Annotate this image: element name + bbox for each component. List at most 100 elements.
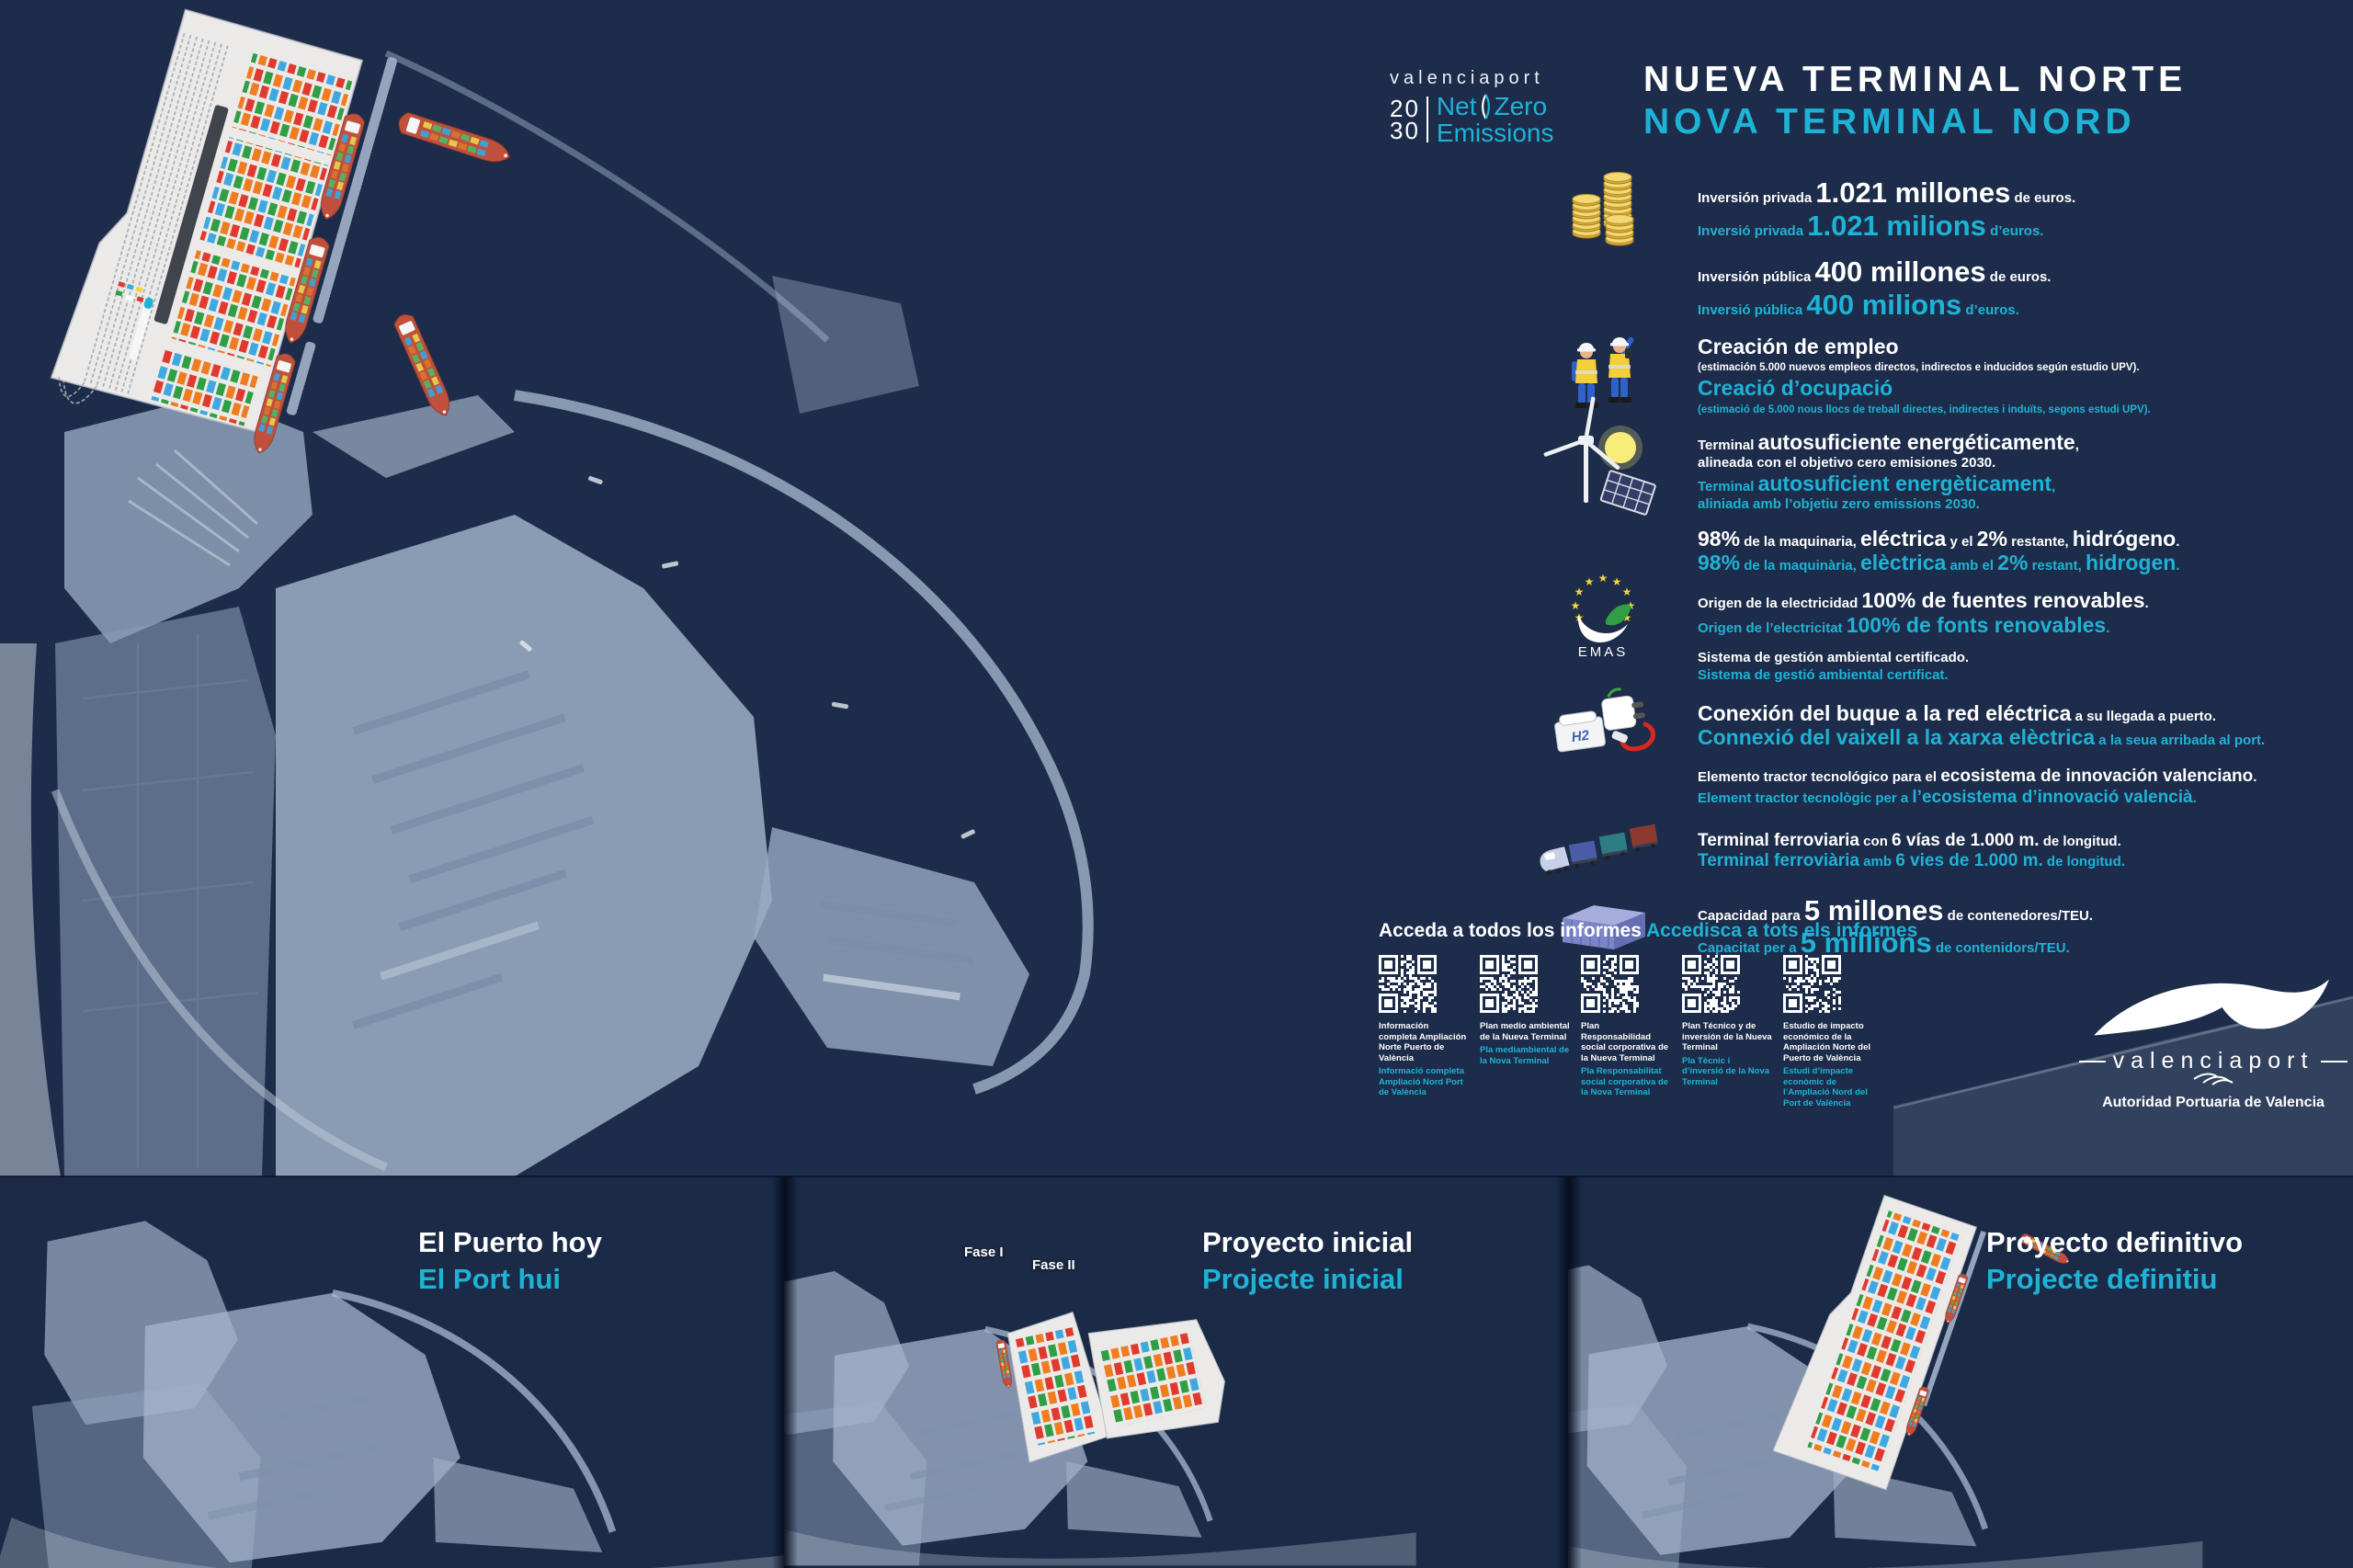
panel-title: El Puerto hoy El Port hui bbox=[418, 1224, 602, 1298]
harbour-ships bbox=[519, 475, 975, 839]
report-label-va: Pla mediambiental de la Nova Terminal bbox=[1480, 1045, 1570, 1066]
reports-heading-es: Acceda a todos los informes bbox=[1379, 920, 1642, 941]
terminal-fase-diagram bbox=[995, 1312, 1225, 1463]
reports-grid: Información completa Ampliación Norte Pu… bbox=[1379, 955, 1949, 1108]
sail-swoosh-icon bbox=[2094, 979, 2329, 1036]
fact-row: Inversión pública 400 millones de euros.… bbox=[1521, 256, 2344, 322]
reports-heading: Acceda a todos los informes Accedisca a … bbox=[1379, 920, 1949, 942]
reports-heading-va: Accedisca a tots els informes bbox=[1645, 920, 1918, 941]
year-30: 30 bbox=[1390, 117, 1420, 144]
rail-tracks bbox=[58, 33, 229, 404]
svg-text:★: ★ bbox=[1574, 585, 1585, 598]
fase-2-label: Fase II bbox=[1032, 1257, 1075, 1273]
report-item: Plan Responsabilidad social corporativa … bbox=[1581, 955, 1671, 1108]
reports-section: Acceda a todos los informes Accedisca a … bbox=[1379, 920, 1949, 1108]
mini-port-base bbox=[0, 1221, 784, 1568]
qr-code bbox=[1783, 955, 1873, 1013]
fact-line-va: aliniada amb l’objetiu zero emissions 20… bbox=[1698, 496, 1980, 513]
year-20: 20 bbox=[1390, 95, 1420, 122]
arriving-ship bbox=[392, 311, 456, 420]
container-yard-texture bbox=[351, 670, 595, 1030]
fact-line-va: Sistema de gestió ambiental certificat. bbox=[1698, 666, 1949, 683]
fact-row: Creación de empleo(estimación 5.000 nuev… bbox=[1521, 335, 2344, 417]
fase-1-label: Fase I bbox=[964, 1244, 1004, 1260]
fact-text: Sistema de gestión ambiental certificado… bbox=[1685, 650, 2344, 684]
panel-separator bbox=[772, 1176, 798, 1568]
arriving-ship bbox=[395, 110, 514, 168]
fact-line-es: Conexión del buque a la red eléctrica a … bbox=[1698, 700, 2216, 725]
qr-code bbox=[1480, 955, 1570, 1013]
fact-text: 98% de la maquinaria, eléctrica y el 2% … bbox=[1685, 527, 2344, 575]
panel-title-va: Projecte definitiu bbox=[1986, 1263, 2218, 1295]
fact-text: Inversión privada 1.021 millones de euro… bbox=[1685, 176, 2344, 243]
report-label-es: Estudio de impacto económico de la Ampli… bbox=[1783, 1021, 1871, 1063]
fact-text: Origen de la electricidad 100% de fuente… bbox=[1685, 588, 2344, 637]
panel-title-es: Proyecto definitivo bbox=[1986, 1226, 2244, 1258]
fact-text: Creación de empleo(estimación 5.000 nuev… bbox=[1685, 335, 2344, 417]
fact-row: H2 Conexión del buque a la red eléctrica… bbox=[1521, 687, 2344, 754]
container-yard-blocks bbox=[148, 52, 353, 426]
title-es: NUEVA TERMINAL NORTE bbox=[1643, 60, 2188, 99]
facts-list: Inversión privada 1.021 millones de euro… bbox=[1521, 171, 2344, 960]
fact-line-es: Terminal ferroviaria con 6 vías de 1.000… bbox=[1698, 830, 2121, 850]
fact-line-es: 98% de la maquinaria, eléctrica y el 2% … bbox=[1698, 526, 2180, 551]
panel-map-hoy bbox=[0, 1176, 784, 1568]
emas-icon: ★★★★★★★★★ EMAS bbox=[1521, 572, 1685, 660]
terminal-vehicles bbox=[115, 281, 144, 303]
panel-initial-project: Fase I Fase II Proyecto inicial Projecte… bbox=[784, 1176, 1568, 1568]
fact-line-va: Connexió del vaixell a la xarxa elèctric… bbox=[1698, 725, 2266, 750]
panel-minimap bbox=[0, 1221, 784, 1568]
panel-definitive-project: Proyecto definitivo Projecte definitiu bbox=[1568, 1176, 2352, 1568]
report-label-es: Plan medio ambiental de la Nueva Termina… bbox=[1480, 1021, 1570, 1042]
netzero-years: 20 30 bbox=[1390, 97, 1420, 142]
fact-row: Capacidad para 5 millones de contenedore… bbox=[1521, 894, 2344, 960]
net-label: Net bbox=[1436, 92, 1477, 120]
zero-label: Zero bbox=[1494, 92, 1548, 120]
report-label-va: Estudi d’impacte econòmic de l’Ampliació… bbox=[1783, 1066, 1868, 1108]
report-label-va: Informació completa Ampliació Nord Port … bbox=[1379, 1066, 1464, 1097]
title-va: NOVA TERMINAL NORD bbox=[1643, 102, 2136, 142]
svg-text:EMAS: EMAS bbox=[1578, 644, 1629, 660]
svg-text:★: ★ bbox=[1622, 585, 1632, 598]
rail-platform bbox=[153, 105, 229, 324]
logo-divider bbox=[1426, 97, 1428, 142]
panel-port-today: El Puerto hoy El Port hui bbox=[0, 1176, 784, 1568]
panel-minimap bbox=[784, 1271, 1416, 1566]
fact-line-es: (estimación 5.000 nuevos empleos directo… bbox=[1698, 362, 2140, 374]
report-item: Información completa Ampliación Norte Pu… bbox=[1379, 955, 1469, 1108]
report-label-es: Plan Responsabilidad social corporativa … bbox=[1581, 1021, 1669, 1063]
fact-line-es: Inversión pública 400 millones de euros. bbox=[1698, 255, 2052, 288]
brand-wordmark: valenciaport bbox=[1390, 68, 1544, 88]
fact-text: Elemento tractor tecnológico para el eco… bbox=[1685, 767, 2344, 807]
northeast-basin bbox=[772, 276, 919, 414]
panel-title-es: Proyecto inicial bbox=[1202, 1226, 1414, 1258]
svg-text:★: ★ bbox=[1626, 599, 1636, 612]
report-item: Plan Técnico y de inversión de la Nueva … bbox=[1682, 955, 1772, 1108]
fact-text: Conexión del buque a la red eléctrica a … bbox=[1685, 701, 2344, 750]
qr-code bbox=[1581, 955, 1671, 1013]
fact-row: Terminal ferroviaria con 6 vías de 1.000… bbox=[1521, 821, 2344, 881]
report-item: Plan medio ambiental de la Nueva Termina… bbox=[1480, 955, 1570, 1108]
valenciaport-netzero-logo: valenciaport 20 30 Net Zero Emissions bbox=[1390, 68, 1554, 146]
fact-row: Sistema de gestión ambiental certificado… bbox=[1521, 650, 2344, 684]
fact-text: Terminal ferroviaria con 6 vías de 1.000… bbox=[1685, 831, 2344, 871]
panel-title: Proyecto inicial Projecte inicial bbox=[1202, 1224, 1413, 1298]
fact-line-es: alineada con el objetivo cero emisiones … bbox=[1698, 454, 1996, 471]
shore-power-icon: H2 bbox=[1521, 687, 1685, 754]
fact-row: Elemento tractor tecnológico para el eco… bbox=[1521, 767, 2344, 807]
fact-row: 98% de la maquinaria, eléctrica y el 2% … bbox=[1521, 527, 2344, 575]
page-title: NUEVA TERMINAL NORTE NOVA TERMINAL NORD bbox=[1643, 59, 2187, 143]
rule-right bbox=[2321, 1060, 2347, 1062]
container-icon bbox=[1521, 900, 1685, 953]
fact-line-es: Origen de la electricidad 100% de fuente… bbox=[1698, 588, 2149, 613]
southeast-pier-texture bbox=[818, 900, 974, 1001]
coins-icon bbox=[1521, 171, 1685, 246]
fact-line-va: Terminal ferroviària amb 6 vies de 1.000… bbox=[1698, 850, 2125, 870]
new-north-terminal bbox=[50, 8, 830, 457]
existing-port-landmass bbox=[0, 276, 1094, 1176]
fact-line-va: Element tractor tecnològic per a l’ecosi… bbox=[1698, 787, 2197, 807]
qr-code bbox=[1379, 955, 1469, 1013]
panel-title-va: Projecte inicial bbox=[1202, 1263, 1404, 1295]
panel-title-es: El Puerto hoy bbox=[418, 1226, 602, 1258]
